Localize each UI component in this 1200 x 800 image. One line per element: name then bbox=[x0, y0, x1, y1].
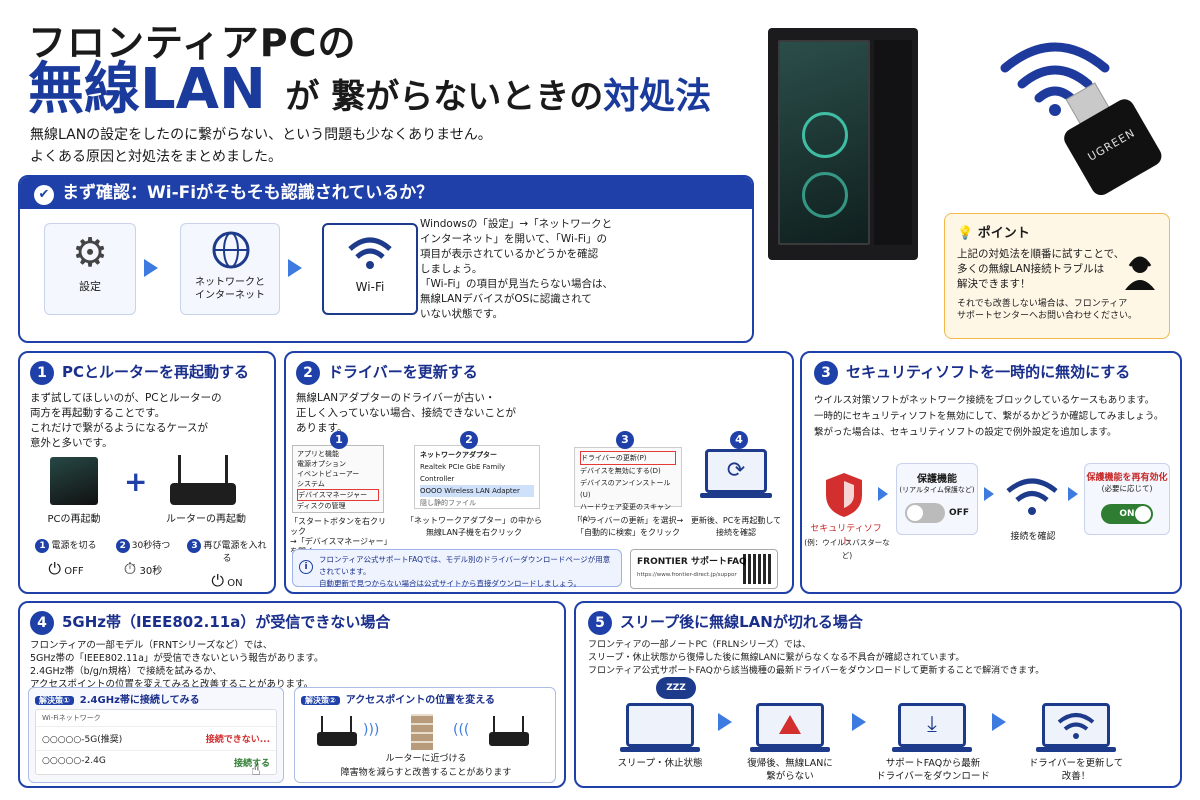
info-icon: i bbox=[299, 560, 313, 574]
point-box: 💡 ポイント 上記の対処法を順番に試すことで、 多くの無線LAN接続トラブルは … bbox=[944, 213, 1170, 339]
soft-label: セキュリティソフト bbox=[810, 524, 882, 547]
check-icon: ✔ bbox=[34, 185, 54, 205]
arrow-icon bbox=[984, 487, 994, 501]
wireless-adapter-item[interactable]: OOOO Wireless LAN Adapter bbox=[420, 485, 534, 497]
support-person-icon bbox=[1125, 256, 1155, 290]
wifi-icon bbox=[348, 237, 392, 269]
zzz-bubble: ZZZ bbox=[656, 677, 696, 699]
cursor-hand-icon: ☝ bbox=[251, 760, 261, 779]
router-label: ルーターの再起動 bbox=[166, 514, 246, 525]
point-title: ポイント bbox=[977, 226, 1030, 241]
power-icon: ⏻ bbox=[211, 571, 225, 590]
arrow-icon bbox=[288, 259, 302, 277]
check-heading: まず確認：Wi-Fiがそもそも認識されているか？ bbox=[62, 183, 434, 203]
arrow-icon bbox=[1068, 487, 1078, 501]
info-box: i フロンティア公式サポートFAQでは、モデル別のドライバーダウンロードページが… bbox=[292, 549, 622, 588]
pc-tower-image bbox=[768, 28, 918, 260]
arrow-icon bbox=[852, 713, 866, 731]
timer-icon: ⏱ bbox=[123, 559, 137, 578]
section-number: 1 bbox=[30, 361, 54, 385]
title-line2: 無線LAN が 繋がらないときの対処法 bbox=[28, 58, 711, 129]
router-image bbox=[170, 455, 236, 507]
context-menu: アプリと機能電源オプションイベントビューアーシステム デバイスマネージャーディス… bbox=[292, 445, 384, 513]
step-network: ネットワークと インターネット bbox=[180, 223, 280, 315]
pc-image bbox=[50, 457, 98, 505]
signal-icon: ))) bbox=[363, 722, 380, 738]
router-image bbox=[489, 716, 529, 748]
section-title: ドライバーを更新する bbox=[328, 363, 478, 381]
section-title: PCとルーターを再起動する bbox=[62, 363, 250, 381]
arrow-icon bbox=[144, 259, 158, 277]
bulb-icon: 💡 bbox=[957, 226, 974, 241]
arrow-icon bbox=[718, 713, 732, 731]
router-image bbox=[317, 716, 357, 748]
laptop-download-icon: ⤓ bbox=[892, 695, 972, 752]
wall-icon bbox=[411, 714, 433, 750]
laptop-refresh-icon: ⟳ bbox=[700, 449, 772, 505]
section-title: セキュリティソフトを一時的に無効にする bbox=[846, 363, 1131, 381]
laptop-sleep-icon: ZZZ bbox=[620, 677, 700, 752]
gear-icon: ⚙ bbox=[72, 230, 108, 276]
caption-2: 「ネットワークアダプター」の中から 無線LAN子機を右クリック bbox=[406, 516, 542, 537]
section-title: 5GHz帯（IEEE802.11a）が受信できない場合 bbox=[62, 613, 391, 631]
protection-toggle-on[interactable]: ON bbox=[1101, 504, 1153, 524]
title-line1: フロンティアPCの bbox=[28, 21, 357, 65]
wifi-icon bbox=[1006, 478, 1058, 515]
laptop-warning-icon bbox=[750, 695, 830, 752]
shield-icon bbox=[826, 473, 862, 517]
section-title: スリープ後に無線LANが切れる場合 bbox=[620, 613, 863, 631]
check-panel: ✔ まず確認：Wi-Fiがそもそも認識されているか？ ⚙ 設定 ネットワークと イ… bbox=[18, 175, 754, 343]
network-5g[interactable]: ○○○○○-5G(推奨)接続できない... bbox=[36, 727, 276, 751]
title-end: 対処法 bbox=[603, 76, 712, 117]
pc-label: PCの再起動 bbox=[47, 514, 101, 525]
arrow-icon bbox=[878, 487, 888, 501]
plus-icon: + bbox=[124, 465, 148, 498]
globe-icon bbox=[212, 231, 250, 269]
caption-3: 「ドライバーの更新」を選択→ 「自動的に検索」をクリック bbox=[572, 516, 684, 537]
laptop-wifi-icon bbox=[1036, 695, 1116, 752]
device-tree: ネットワークアダプター Realtek PCIe GbE Family Cont… bbox=[414, 445, 540, 509]
check-description: Windowsの「設定」→「ネットワークとインターネット」を開いて、「Wi-Fi… bbox=[420, 218, 614, 320]
power-icon: ⏻ bbox=[48, 559, 62, 578]
step-settings: ⚙ 設定 bbox=[44, 223, 136, 315]
protection-toggle-off[interactable] bbox=[905, 503, 946, 523]
device-manager-item[interactable]: デバイスマネージャー bbox=[297, 489, 379, 501]
title-mid: が 繋がらないときの bbox=[285, 77, 604, 117]
protection-off-box: 保護機能 (リアルタイム保護など) OFF bbox=[896, 463, 978, 535]
title-big: 無線LAN bbox=[28, 57, 266, 122]
arrow-icon bbox=[992, 713, 1006, 731]
update-driver-item[interactable]: ドライバーの更新(P) bbox=[580, 451, 676, 465]
step-wifi: Wi-Fi bbox=[322, 223, 418, 315]
faq-link[interactable]: FRONTIER サポートFAQ https://www.frontier-di… bbox=[630, 549, 778, 589]
wifi-icon bbox=[1000, 42, 1110, 116]
intro-text: 無線LANの設定をしたのに繋がらない、という問題も少なくありません。 よくある原… bbox=[30, 127, 492, 165]
driver-menu: ドライバーの更新(P) デバイスを無効にする(D)デバイスのアンインストール(U… bbox=[574, 447, 682, 523]
qr-code-icon bbox=[743, 554, 773, 584]
signal-icon: ((( bbox=[453, 722, 470, 738]
caption-4: 更新後、PCを再起動して 接続を確認 bbox=[690, 516, 782, 537]
protection-on-box: 保護機能を再有効化 (必要に応じて) ON bbox=[1084, 463, 1170, 535]
